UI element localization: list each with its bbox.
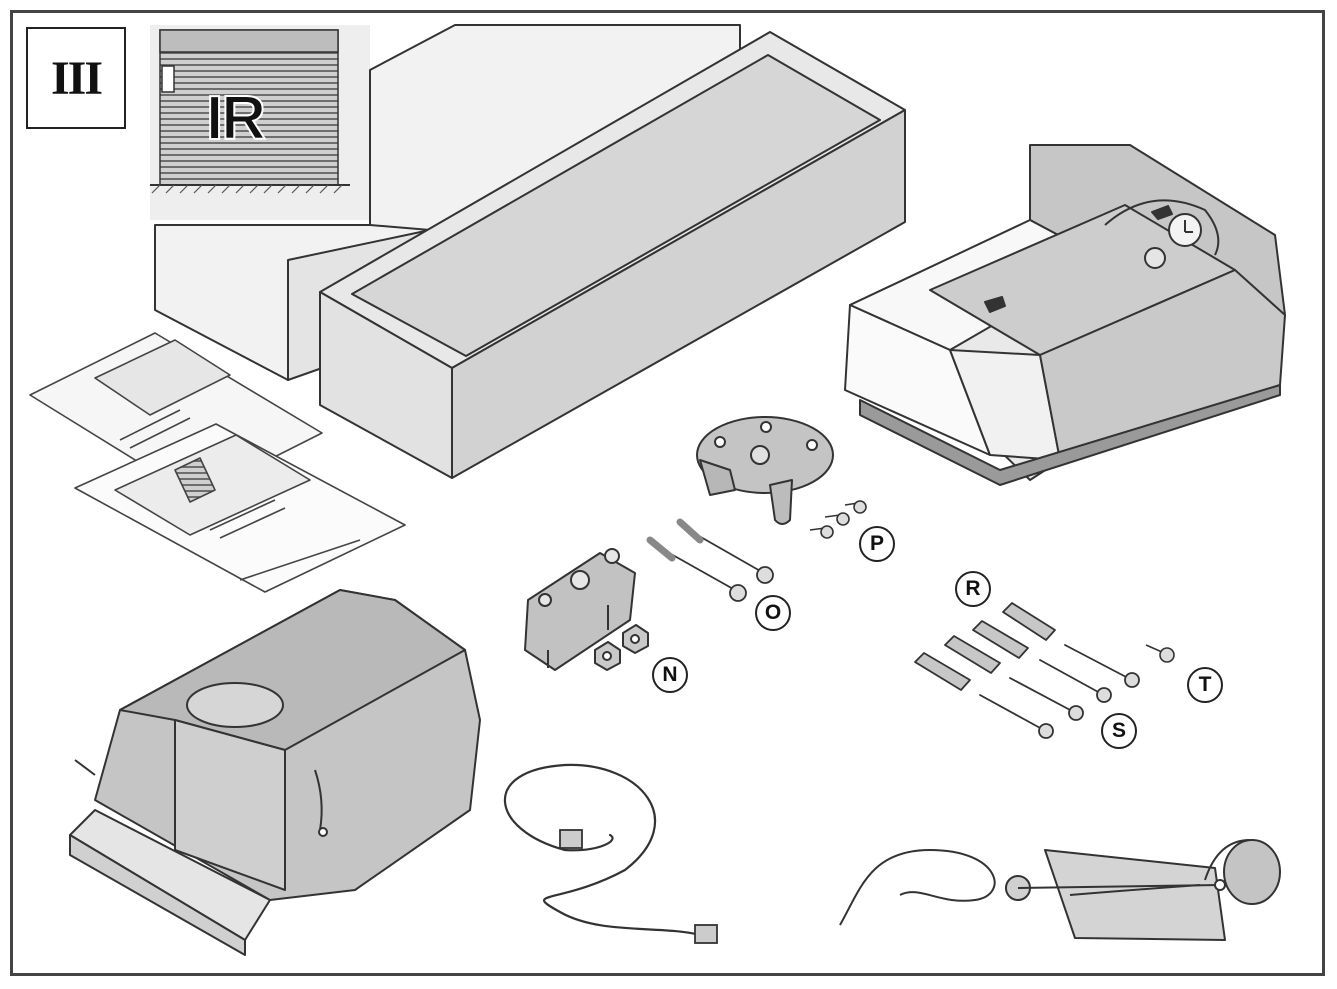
- connection-cable: [503, 763, 718, 944]
- emergency-release-cord: [839, 839, 1281, 941]
- part-label-p: P: [859, 526, 895, 562]
- door-type-badge: IR: [205, 84, 267, 153]
- part-label-t: T: [1187, 667, 1223, 703]
- garage-door-icon: [150, 25, 370, 220]
- box-tray: [319, 31, 906, 479]
- small-screws-p: [809, 500, 867, 539]
- part-label-n: N: [652, 657, 688, 693]
- part-label-r: R: [955, 571, 991, 607]
- bracket-n: [524, 548, 649, 671]
- manual-booklets: [29, 332, 406, 593]
- mounting-bracket-p: [696, 416, 834, 525]
- wall-screws-s: [979, 644, 1140, 739]
- control-unit: [844, 144, 1286, 486]
- step-marker: III: [26, 27, 126, 129]
- long-screws-o: [646, 518, 774, 602]
- part-label-s: S: [1101, 713, 1137, 749]
- motor-head: [69, 589, 481, 956]
- wall-dowels-r: [914, 602, 1056, 691]
- part-label-o: O: [755, 595, 791, 631]
- step-marker-text: III: [50, 51, 103, 105]
- screw-t: [1145, 644, 1175, 663]
